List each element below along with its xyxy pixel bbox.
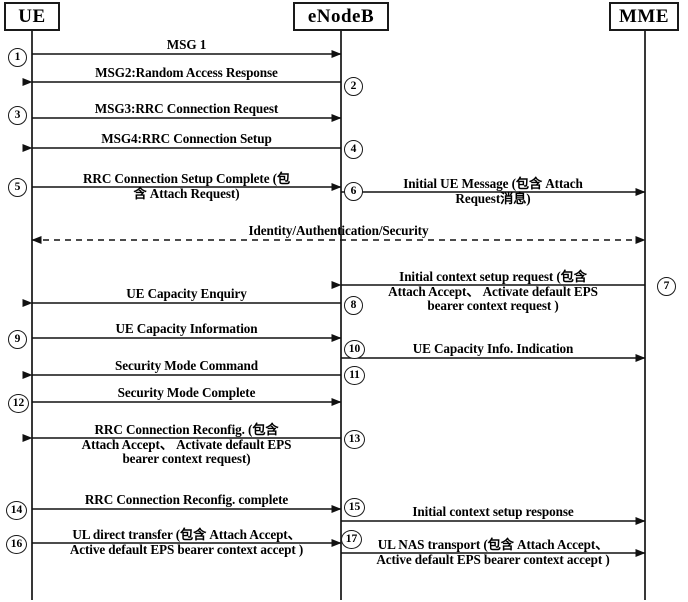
step-number-12: 12 (8, 394, 29, 413)
message-label-11: Security Mode Command (115, 358, 258, 373)
message-label-9: UE Capacity Information (115, 321, 258, 336)
actor-box-enodeb: eNodeB (293, 2, 389, 31)
actor-label-ue: UE (18, 6, 46, 27)
message-label-identity: Identity/Authentication/Security (248, 223, 429, 238)
step-number-10: 10 (344, 340, 365, 359)
step-number-6: 6 (344, 182, 363, 201)
step-number-16: 16 (6, 535, 27, 554)
message-label-12: Security Mode Complete (117, 385, 256, 400)
message-label-3: MSG3:RRC Connection Request (94, 101, 279, 116)
step-number-17: 17 (341, 530, 362, 549)
message-label-5: RRC Connection Setup Complete (包 含 Attac… (82, 171, 291, 201)
step-number-7: 7 (657, 277, 676, 296)
message-label-15: Initial context setup response (412, 504, 574, 519)
message-label-2: MSG2:Random Access Response (95, 65, 278, 80)
step-number-13: 13 (344, 430, 365, 449)
actor-label-enodeb: eNodeB (307, 6, 375, 27)
step-number-15: 15 (344, 498, 365, 517)
actor-label-mme: MME (618, 6, 670, 27)
step-number-4: 4 (344, 140, 363, 159)
step-number-2: 2 (344, 77, 363, 96)
message-label-1: MSG 1 (166, 37, 207, 52)
step-number-5: 5 (8, 178, 27, 197)
actor-box-ue: UE (4, 2, 60, 31)
message-arrows-group (22, 50, 646, 557)
message-label-8: UE Capacity Enquiry (126, 286, 247, 301)
message-label-13: RRC Connection Reconfig. (包含 Attach Acce… (81, 422, 292, 466)
step-number-1: 1 (8, 48, 27, 67)
message-label-14: RRC Connection Reconfig. complete (84, 492, 289, 507)
message-label-17: UL NAS transport (包含 Attach Accept、 Acti… (376, 537, 610, 567)
step-number-14: 14 (6, 501, 27, 520)
message-label-4: MSG4:RRC Connection Setup (101, 131, 272, 146)
step-number-11: 11 (344, 366, 365, 385)
actor-box-mme: MME (609, 2, 679, 31)
message-label-10: UE Capacity Info. Indication (412, 341, 574, 356)
message-label-7: Initial context setup request (包含 Attach… (388, 269, 598, 313)
step-number-3: 3 (8, 106, 27, 125)
step-number-8: 8 (344, 296, 363, 315)
message-label-6: Initial UE Message (包含 Attach Request消息) (403, 176, 583, 206)
message-label-16: UL direct transfer (包含 Attach Accept、 Ac… (69, 527, 304, 557)
step-number-9: 9 (8, 330, 27, 349)
